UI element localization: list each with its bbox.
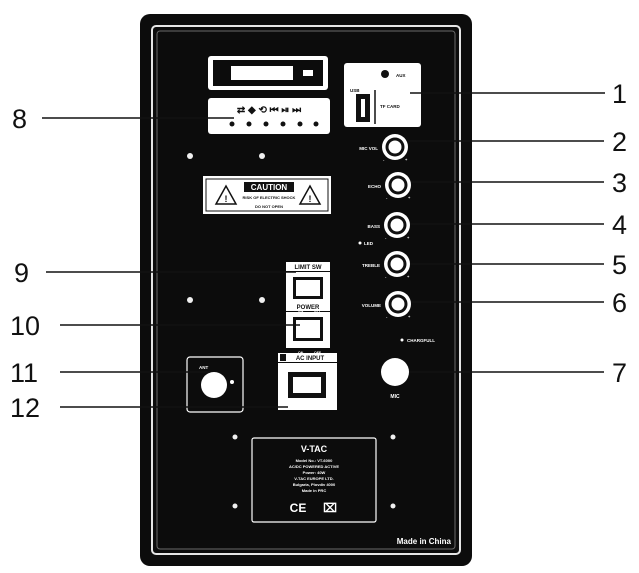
power-label-bg	[286, 302, 330, 311]
callout-9: 9	[14, 258, 29, 288]
usb-port-tongue	[361, 99, 365, 117]
svg-text:-: -	[386, 314, 388, 319]
plate-line-1: Model No.: VT-6000	[296, 458, 333, 463]
display-screen	[231, 66, 293, 80]
caution-label-inner	[205, 178, 329, 212]
player-button-dots	[229, 121, 319, 127]
chargfull-label: CHARGFULL	[407, 338, 435, 343]
ant-screw	[230, 380, 234, 384]
limit-sw-label: LIMIT SW	[295, 265, 322, 271]
ac-input-rating: AC 100-240V 50/60Hz	[290, 404, 325, 408]
player-buttons-strip	[208, 98, 330, 134]
player-button-icons: ⇄ ◆ ⟲ ⏮ ⏯ ⏭	[237, 105, 301, 116]
svg-text:+: +	[407, 274, 410, 279]
ac-input-warning-mark	[280, 354, 286, 361]
warning-triangle-icon-right	[298, 184, 322, 205]
knob-volume[interactable]	[385, 291, 411, 317]
plate-line-4: V-TAC EUROPE LTD.	[294, 476, 333, 481]
limit-sw-label-bg	[286, 262, 330, 271]
warning-triangle-icon-left	[214, 184, 238, 205]
callout-8: 8	[12, 104, 27, 134]
panel-inner-border	[151, 25, 461, 555]
chargfull-indicator	[400, 338, 404, 342]
power-label: POWER	[297, 305, 320, 311]
mic-jack[interactable]	[381, 358, 409, 386]
weee-bin-icon: ⌧	[323, 501, 337, 515]
mic-jack-label: MIC	[390, 394, 400, 400]
knob-treble[interactable]	[384, 251, 410, 277]
knob-volume-label: VOLUME	[362, 303, 381, 308]
display-notch	[303, 70, 313, 76]
aux-jack[interactable]	[381, 70, 389, 78]
knob-mic-vol-label: MIC VOL	[359, 146, 378, 151]
caution-line-2: DO NOT OPEN	[255, 204, 283, 209]
callout-10: 10	[10, 311, 40, 341]
callout-1: 1	[612, 79, 627, 109]
knob-mic-vol[interactable]	[382, 134, 408, 160]
knob-scale-marks: - + - + - + - + - +	[383, 157, 411, 319]
aux-label: AUX	[396, 73, 406, 78]
svg-text:+: +	[408, 195, 411, 200]
led-label: LED	[364, 241, 374, 246]
callout-3: 3	[612, 168, 627, 198]
ant-connector[interactable]	[201, 372, 227, 398]
callout-5: 5	[612, 250, 627, 280]
knob-echo-label: ECHO	[368, 184, 382, 189]
callout-leaders	[42, 92, 605, 408]
brand-logo: V-TAC	[301, 444, 328, 454]
info-plate	[251, 437, 377, 523]
ac-input-label-bg	[278, 353, 337, 362]
callout-2: 2	[612, 127, 627, 157]
callout-11: 11	[10, 358, 38, 388]
knob-bass[interactable]	[384, 212, 410, 238]
knob-bass-label: BASS	[367, 224, 380, 229]
power-rocker-face	[296, 320, 320, 338]
knob-treble-label: TREBLE	[362, 263, 380, 268]
plate-line-3: Power: 40W	[303, 470, 326, 475]
callout-6: 6	[612, 288, 627, 318]
plate-line-5: Bulgaria, Plovdiv 4000	[293, 482, 336, 487]
caution-line-1: RISK OF ELECTRIC SHOCK	[243, 195, 296, 200]
mounting-dots	[187, 153, 396, 509]
svg-text:-: -	[385, 235, 387, 240]
ant-module	[186, 356, 244, 413]
svg-text:+: +	[407, 235, 410, 240]
callout-7: 7	[612, 358, 627, 388]
knob-echo[interactable]	[385, 172, 411, 198]
exclamation-left: !	[225, 194, 228, 204]
plate-line-2: AC/DC POWERED ACTIVE	[289, 464, 339, 469]
ant-label: ANT	[199, 365, 208, 370]
tf-card-label: TF CARD	[380, 104, 400, 109]
svg-text:-: -	[386, 195, 388, 200]
made-in-china: Made in China	[397, 537, 452, 546]
panel-inner-border-2	[156, 30, 456, 550]
caution-title-bar	[244, 182, 294, 192]
led-indicator	[358, 241, 362, 245]
usb-label: USB	[350, 88, 360, 93]
svg-text:+: +	[405, 157, 408, 162]
callout-12: 12	[10, 393, 40, 423]
exclamation-right: !	[309, 194, 312, 204]
ac-input-socket-face	[293, 377, 321, 393]
plate-line-6: Made in PRC	[302, 488, 327, 493]
svg-text:-: -	[383, 157, 385, 162]
callout-4: 4	[612, 210, 627, 240]
svg-text:-: -	[385, 274, 387, 279]
limit-sw-rocker-face	[296, 280, 320, 296]
ce-mark-icon: CE	[290, 501, 307, 515]
ac-input-label: AC INPUT	[296, 356, 325, 362]
svg-text:+: +	[408, 314, 411, 319]
caution-title: CAUTION	[251, 183, 288, 192]
